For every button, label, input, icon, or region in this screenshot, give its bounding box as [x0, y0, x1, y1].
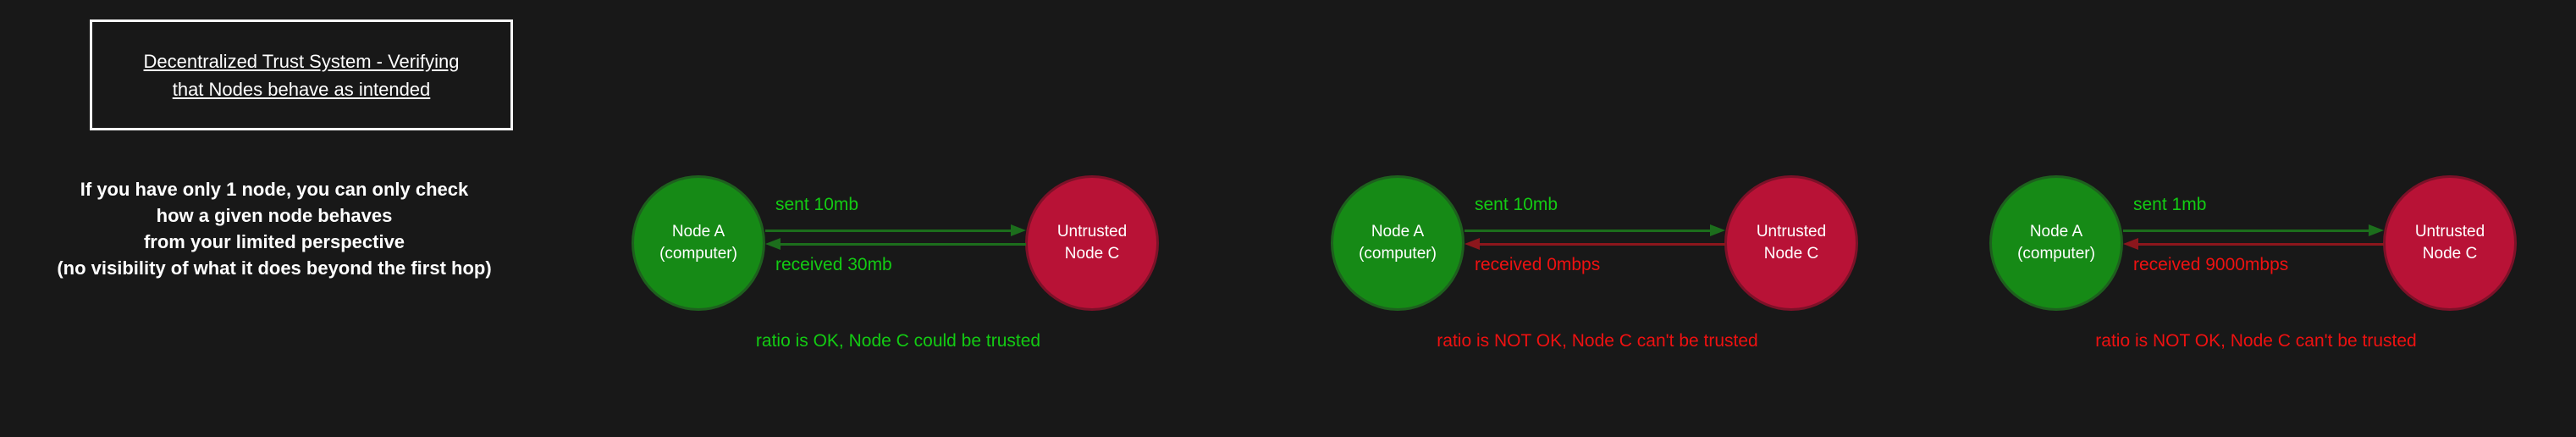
node-c-label-line1: Untrusted: [2414, 223, 2485, 241]
ratio-caption: ratio is NOT OK, Node C can't be trusted: [2095, 331, 2417, 351]
node-a-label-line1: Node A: [671, 223, 725, 241]
node-c-label-line2: Node C: [2422, 245, 2478, 263]
sent-arrow: [2123, 224, 2384, 236]
arrow-head-right-icon: [1710, 224, 1725, 236]
received-label: received 9000mbps: [2133, 255, 2289, 274]
arrow-shaft: [778, 243, 1026, 246]
scenario-2-ratio-not-ok: Node A (computer) Untrusted Node C sent …: [1331, 165, 1864, 368]
intro-line-4: (no visibility of what it does beyond th…: [57, 257, 492, 279]
node-a-label-line2: (computer): [2017, 245, 2095, 263]
node-c-circle: Untrusted Node C: [1025, 175, 1159, 311]
title-line-1: Decentralized Trust System - Verifying: [143, 50, 460, 72]
node-a-circle: Node A (computer): [632, 175, 765, 311]
node-a-circle: Node A (computer): [1331, 175, 1465, 311]
node-c-label-line2: Node C: [1064, 245, 1120, 263]
node-a-label-line2: (computer): [1359, 245, 1437, 263]
arrow-shaft: [1477, 243, 1725, 246]
received-arrow: [2123, 238, 2384, 250]
scenario-3-ratio-not-ok: Node A (computer) Untrusted Node C sent …: [1989, 165, 2523, 368]
arrow-head-left-icon: [2123, 238, 2138, 250]
sent-arrow: [1465, 224, 1725, 236]
ratio-caption: ratio is NOT OK, Node C can't be trusted: [1437, 331, 1758, 351]
title-box: Decentralized Trust System - Verifying t…: [90, 19, 513, 130]
node-a-label-line1: Node A: [1371, 223, 1425, 241]
node-a-label-line1: Node A: [2029, 223, 2083, 241]
sent-arrow: [765, 224, 1026, 236]
arrow-head-right-icon: [2369, 224, 2384, 236]
node-a-label-line2: (computer): [659, 245, 737, 263]
arrow-shaft: [765, 230, 1013, 232]
node-c-label-line1: Untrusted: [1056, 223, 1128, 241]
received-label: received 30mb: [775, 255, 892, 274]
sent-label: sent 1mb: [2133, 195, 2207, 214]
received-label: received 0mbps: [1475, 255, 1601, 274]
received-arrow: [765, 238, 1026, 250]
arrow-head-left-icon: [765, 238, 781, 250]
intro-line-3: from your limited perspective: [143, 231, 405, 252]
node-c-label-line2: Node C: [1763, 245, 1819, 263]
node-a-circle: Node A (computer): [1989, 175, 2123, 311]
scenario-1-ratio-ok: Node A (computer) Untrusted Node C sent …: [632, 165, 1165, 368]
arrow-shaft: [2123, 230, 2371, 232]
arrow-shaft: [1465, 230, 1713, 232]
node-c-label-line1: Untrusted: [1756, 223, 1827, 241]
intro-line-2: how a given node behaves: [156, 205, 393, 226]
title-line-2: that Nodes behave as intended: [172, 78, 431, 100]
arrow-head-right-icon: [1011, 224, 1026, 236]
intro-paragraph: If you have only 1 node, you can only ch…: [7, 176, 542, 281]
arrow-shaft: [2136, 243, 2384, 246]
arrow-head-left-icon: [1465, 238, 1480, 250]
sent-label: sent 10mb: [775, 195, 859, 214]
sent-label: sent 10mb: [1475, 195, 1558, 214]
ratio-caption: ratio is OK, Node C could be trusted: [755, 331, 1041, 351]
received-arrow: [1465, 238, 1725, 250]
node-c-circle: Untrusted Node C: [1724, 175, 1858, 311]
intro-line-1: If you have only 1 node, you can only ch…: [80, 179, 469, 200]
node-c-circle: Untrusted Node C: [2383, 175, 2517, 311]
